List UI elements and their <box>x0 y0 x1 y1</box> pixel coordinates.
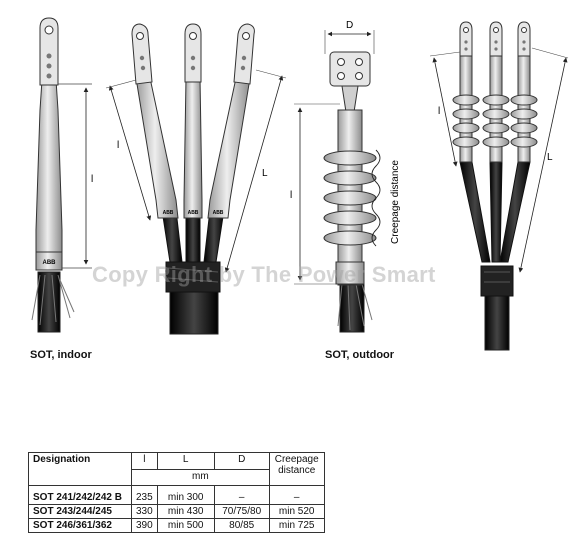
dim-L-three-core: L <box>262 168 268 179</box>
dim-l-three-core: l <box>117 140 119 151</box>
abb-logo-core-2: ABB <box>188 210 199 216</box>
cell-l: 330 <box>131 504 158 519</box>
abb-logo-indoor: ABB <box>43 260 57 266</box>
cell-designation: SOT 246/361/362 <box>28 518 132 533</box>
spec-table: Designation l L D Creepage distance mm S… <box>28 452 325 533</box>
table-header-row: Designation l L D Creepage distance <box>28 452 325 486</box>
cell-designation: SOT 243/244/245 <box>28 504 132 519</box>
cell-creepage: min 520 <box>268 504 325 519</box>
cell-D: – <box>213 485 270 505</box>
table-row: SOT 246/361/362 390 min 500 80/85 min 72… <box>28 518 325 533</box>
watermark-text: Copy Right by The Power Smart <box>92 262 436 287</box>
table-row: SOT 243/244/245 330 min 430 70/75/80 min… <box>28 504 325 519</box>
cell-L: min 500 <box>156 518 215 533</box>
caption-sot-outdoor: SOT, outdoor <box>325 349 395 361</box>
sot-outdoor-single: Creepage distance D l <box>290 20 401 333</box>
creepage-distance-label: Creepage distance <box>390 160 401 244</box>
cell-l: 235 <box>131 485 158 505</box>
cell-l: 390 <box>131 518 158 533</box>
header-l: l <box>131 452 158 470</box>
header-creepage: Creepage distance <box>268 452 325 486</box>
table-row: SOT 241/242/242 B 235 min 300 – – <box>28 485 325 505</box>
sot-indoor-three-core: ABB ABB ABB l L <box>105 23 287 335</box>
header-D: D <box>213 452 270 470</box>
sot-indoor-single: ABB l <box>31 17 93 333</box>
cell-L: min 430 <box>156 504 215 519</box>
dim-l-indoor: l <box>91 174 93 185</box>
header-creepage-line2: distance <box>278 465 316 476</box>
cell-creepage: – <box>268 485 325 505</box>
abb-logo-core-1: ABB <box>163 210 174 216</box>
header-designation: Designation <box>28 452 132 486</box>
header-creepage-line1: Creepage <box>274 454 319 465</box>
dim-l-outdoor-three-core: l <box>438 106 440 117</box>
cell-designation: SOT 241/242/242 B <box>28 485 132 505</box>
cell-D: 80/85 <box>213 518 270 533</box>
header-unit: mm <box>131 468 270 486</box>
cell-D: 70/75/80 <box>213 504 270 519</box>
dim-l-outdoor: l <box>290 190 292 201</box>
dim-L-outdoor-three-core: L <box>547 152 553 163</box>
cell-creepage: min 725 <box>268 518 325 533</box>
caption-sot-indoor: SOT, indoor <box>30 349 92 361</box>
abb-logo-core-3: ABB <box>213 210 224 216</box>
cell-L: min 300 <box>156 485 215 505</box>
sot-outdoor-three-core: l L <box>429 21 569 351</box>
dim-D-outdoor: D <box>346 20 353 31</box>
header-L: L <box>156 452 215 470</box>
